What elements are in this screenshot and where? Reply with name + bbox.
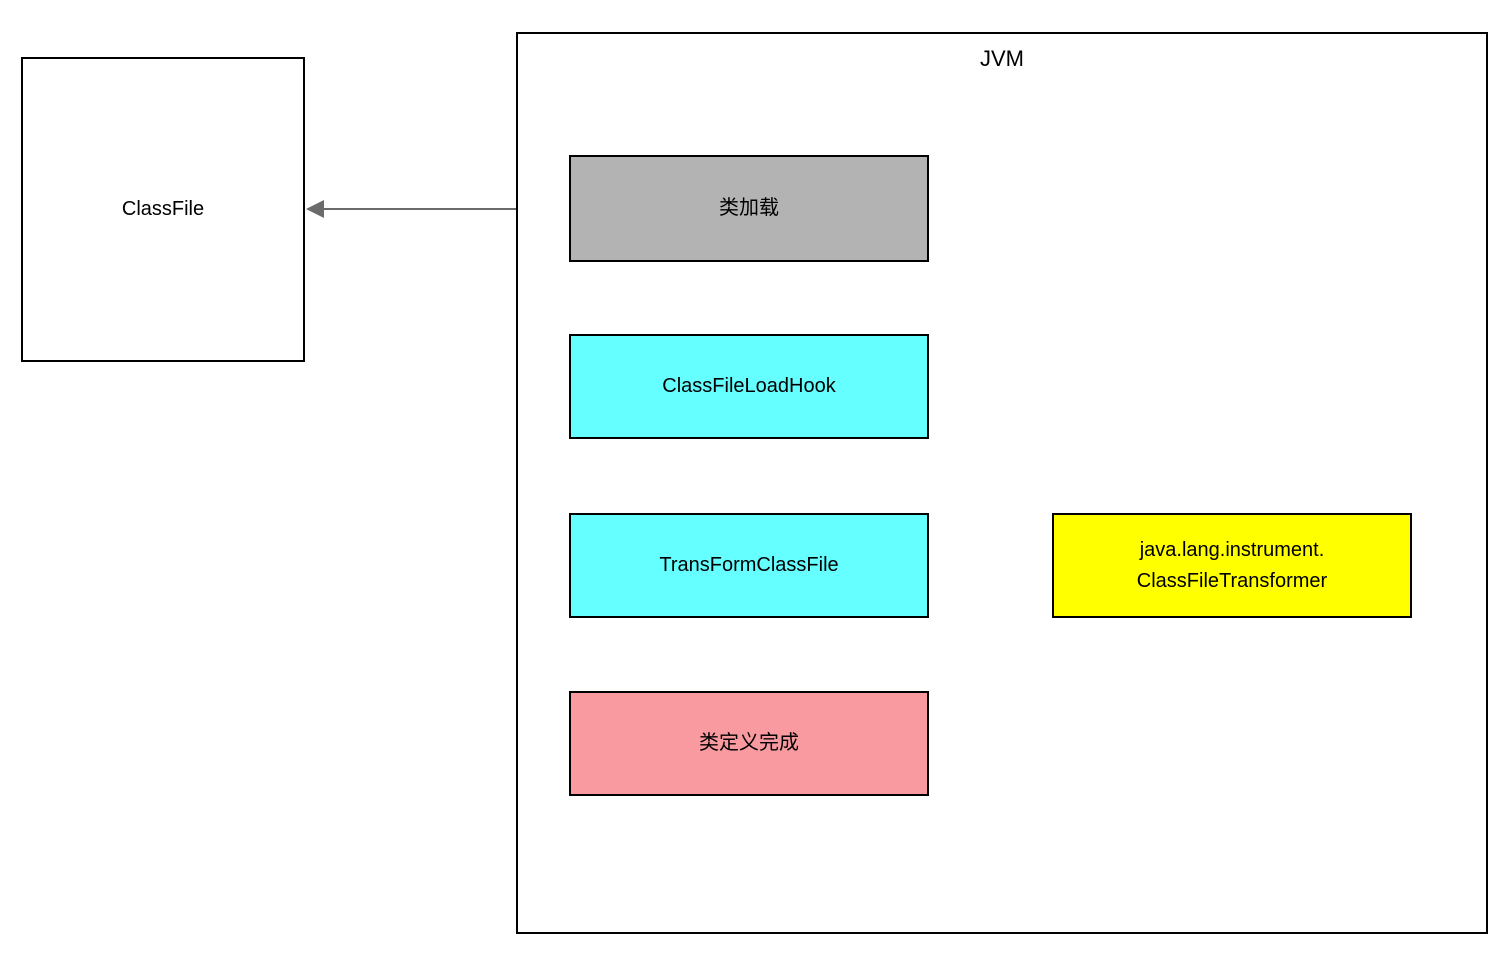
node-classfile-load-hook-label: ClassFileLoadHook xyxy=(662,375,836,397)
node-class-define-done-label: 类定义完成 xyxy=(699,732,799,754)
node-class-define-done: 类定义完成 xyxy=(569,691,929,796)
node-class-file-transformer: java.lang.instrument. ClassFileTransform… xyxy=(1052,513,1412,618)
node-transform-class-file-label: TransFormClassFile xyxy=(659,554,839,576)
node-transform-class-file: TransFormClassFile xyxy=(569,513,929,618)
transformer-label-line1: java.lang.instrument. xyxy=(1139,538,1325,561)
jvm-title: JVM xyxy=(980,46,1024,71)
transformer-label-line2: ClassFileTransformer xyxy=(1136,569,1328,592)
node-classfile-label: ClassFile xyxy=(121,198,205,220)
node-class-load: 类加载 xyxy=(569,155,929,262)
node-class-load-label: 类加载 xyxy=(719,197,779,219)
node-classfile: ClassFile xyxy=(21,57,305,362)
node-class-file-transformer-label: java.lang.instrument. ClassFileTransform… xyxy=(1137,535,1327,597)
node-classfile-load-hook: ClassFileLoadHook xyxy=(569,334,929,439)
